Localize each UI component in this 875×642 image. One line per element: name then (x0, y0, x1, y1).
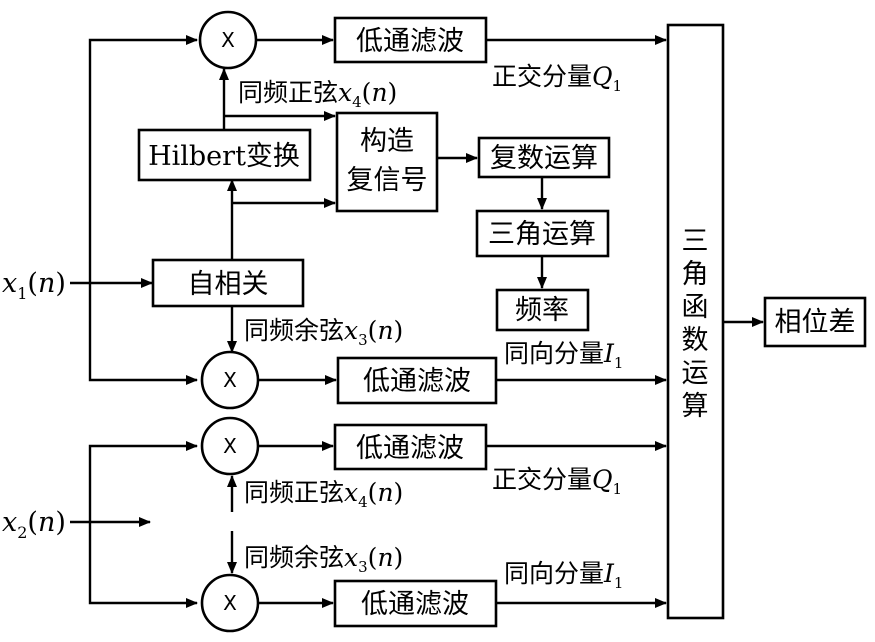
inphase-component-label-2: 同向分量I1 (504, 559, 623, 592)
lowpass-filter-1-label: 低通滤波 (356, 26, 464, 57)
multiplier-2-symbol: X (223, 368, 237, 392)
multiplier-1: X (198, 10, 258, 70)
lowpass-filter-2-label: 低通滤波 (363, 366, 471, 397)
hilbert-transform-block: Hilbert变换 (137, 128, 312, 182)
trig-function-char-3: 函 (682, 292, 709, 323)
signal-wires (70, 35, 764, 608)
trig-function-char-2: 角 (682, 259, 709, 290)
lowpass-filter-4: 低通滤波 (333, 579, 498, 628)
multiplier-1-symbol: X (221, 28, 235, 52)
multiplier-3: X (200, 416, 260, 476)
construct-complex-signal-block: 构造 复信号 (335, 111, 439, 213)
trig-function-char-6: 算 (682, 391, 709, 422)
trig-operation-label: 三角运算 (488, 219, 596, 250)
sine-reference-label-2: 同频正弦x4(n) (244, 478, 403, 511)
multiplier-4: X (200, 573, 260, 633)
cosine-reference-label-2: 同频余弦x3(n) (244, 543, 403, 576)
cosine-reference-label-1: 同频余弦x3(n) (244, 316, 403, 349)
autocorrelation-block: 自相关 (151, 258, 305, 308)
frequency-block: 频率 (495, 288, 590, 332)
phase-difference-label: 相位差 (775, 307, 856, 338)
complex-operation-block: 复数运算 (477, 136, 611, 179)
lowpass-filter-2: 低通滤波 (336, 356, 498, 405)
trig-function-char-5: 运 (682, 358, 709, 389)
input-x2-label: x2(n) (2, 507, 66, 542)
inphase-component-label-1: 同向分量I1 (504, 339, 623, 372)
multiplier-3-symbol: X (223, 434, 237, 458)
quadrature-component-label-2: 正交分量Q1 (492, 465, 622, 498)
input-x1-label: x1(n) (2, 268, 66, 303)
sine-reference-label-1: 同频正弦x4(n) (238, 78, 397, 111)
complex-operation-label: 复数运算 (490, 143, 598, 174)
lowpass-filter-4-label: 低通滤波 (361, 589, 469, 620)
quadrature-component-label-1: 正交分量Q1 (492, 62, 622, 95)
lowpass-filter-3: 低通滤波 (333, 423, 488, 471)
construct-label-line2: 复信号 (347, 165, 428, 196)
trig-operation-block: 三角运算 (475, 209, 610, 258)
multiplier-2: X (200, 350, 260, 410)
construct-label-line1: 构造 (360, 126, 414, 157)
autocorrelation-label: 自相关 (188, 269, 269, 300)
frequency-label: 频率 (515, 295, 569, 326)
trig-function-char-4: 数 (682, 325, 709, 356)
lowpass-filter-3-label: 低通滤波 (356, 433, 464, 464)
multiplier-4-symbol: X (223, 591, 237, 615)
phase-difference-block: 相位差 (763, 296, 867, 348)
trig-function-operation-block: 三 角 函 数 运 算 (666, 23, 725, 620)
trig-function-char-1: 三 (682, 226, 709, 257)
hilbert-transform-label: Hilbert变换 (148, 141, 300, 172)
lowpass-filter-1: 低通滤波 (333, 16, 488, 64)
